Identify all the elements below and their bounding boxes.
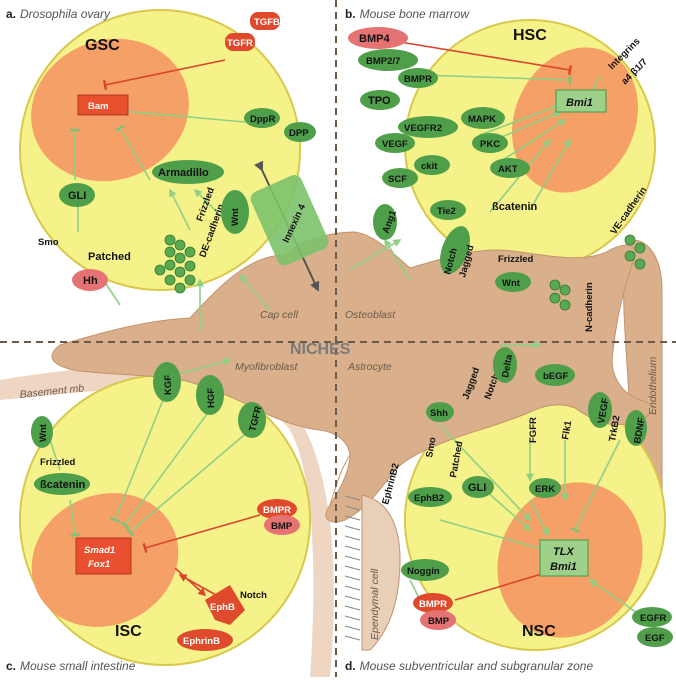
kgf-label: KGF <box>163 375 174 395</box>
bmp4-label: BMP4 <box>359 33 390 45</box>
frizzled-c-label: Frizzled <box>40 457 76 468</box>
delta-label: Delta <box>500 353 515 378</box>
bmpr-b-label: BMPR <box>404 74 432 85</box>
panel-d-molecules: Jagged Notch Delta Shh Smo Patched FGFR … <box>380 347 673 647</box>
wnt-c-label: Wnt <box>38 423 49 442</box>
tgfr-label: TGFR <box>227 38 253 49</box>
dppr-label: DppR <box>250 114 275 125</box>
smo-a-label: Smo <box>38 237 59 248</box>
hsc-label: HSC <box>513 27 547 44</box>
noggin-label: Noggin <box>407 566 440 577</box>
bmpr-c-label: BMPR <box>263 505 291 516</box>
panel-b-title: b.Mouse bone marrow <box>345 7 470 21</box>
tgfb-label: TGFB <box>254 17 280 28</box>
panel-a-title: a.Drosophila ovary <box>6 7 111 21</box>
begf-label: bEGF <box>543 371 569 382</box>
vegf-d-label: VEGF <box>596 397 611 425</box>
gli-d-label: GLI <box>468 482 486 494</box>
ckit-label: ckit <box>421 161 438 172</box>
hsc-nucleus <box>512 47 638 193</box>
bcatenin-c-label: ßcatenin <box>40 479 86 491</box>
egf-label: EGF <box>645 633 665 644</box>
gsc-label: GSC <box>85 37 120 54</box>
dpp-label: DPP <box>289 128 309 139</box>
armadillo-label: Armadillo <box>158 167 209 179</box>
egfr-label: EGFR <box>640 613 667 624</box>
panel-c-molecules: KGF HGF TGFR Wnt Frizzled ßcatenin BMPR … <box>31 362 300 651</box>
vegfr2-label: VEGFR2 <box>404 123 442 134</box>
erk-label: ERK <box>535 484 555 495</box>
niches-label: NICHES <box>290 341 351 358</box>
myofibroblast-label: Myofibroblast <box>235 361 299 373</box>
panel-c-title: c.Mouse small intestine <box>6 659 136 673</box>
panel-c-signals <box>49 357 261 601</box>
bmi1-b-label: Bmi1 <box>566 97 593 109</box>
smo-d-label: Smo <box>424 436 438 458</box>
ephrinb-label: EphrinB <box>183 636 220 647</box>
ephb-label: EphB <box>210 602 235 613</box>
wnt-a-label: Wnt <box>230 207 241 226</box>
panel-d-signals <box>409 341 641 616</box>
nsc-label: NSC <box>522 623 556 640</box>
ephb2-label: EphB2 <box>414 493 444 504</box>
membrane-receptor-clusters <box>154 234 646 311</box>
panel-b-signals <box>349 41 601 281</box>
gli-label: GLI <box>68 190 86 202</box>
vegf-b-label: VEGF <box>382 139 408 150</box>
smad1-label: Smad1 <box>84 545 115 556</box>
ependymal-cell <box>361 494 401 651</box>
cap-cell-label: Cap cell <box>260 309 299 321</box>
hgf-label: HGF <box>206 388 217 408</box>
pkc-label: PKC <box>480 139 500 150</box>
basement-membrane <box>0 365 334 677</box>
wnt-b-label: Wnt <box>502 278 521 289</box>
frizzled-b-label: Frizzled <box>498 254 534 265</box>
akt-label: AKT <box>498 164 518 175</box>
trkb2-label: TrkB2 <box>607 415 622 443</box>
endothelium-label: Endothelium <box>647 356 659 415</box>
bmpr-d-label: BMPR <box>419 599 447 610</box>
fgfr-label: FGFR <box>528 417 539 443</box>
bmi1-d-label: Bmi1 <box>550 561 577 573</box>
scf-label: SCF <box>388 174 407 185</box>
astrocyte-label: Astrocyte <box>347 361 392 373</box>
osteoblast-label: Osteoblast <box>345 309 396 321</box>
flk1-label: Flk1 <box>560 419 574 440</box>
ependymal-label: Ependymal cell <box>369 568 381 640</box>
bdnf-label: BDNF <box>632 416 647 444</box>
mapk-label: MAPK <box>468 114 496 125</box>
hh-label: Hh <box>83 275 98 287</box>
bmp-c-label: BMP <box>271 521 293 532</box>
tpo-label: TPO <box>368 95 391 107</box>
shh-label: Shh <box>430 408 448 419</box>
bcatenin-b-label: ßcatenin <box>492 201 538 213</box>
tlx-label: TLX <box>553 546 574 558</box>
notch-c-label: Notch <box>240 590 267 601</box>
ependymal-cilia <box>344 495 361 641</box>
panel-d-title: d.Mouse subventricular and subgranular z… <box>345 659 593 673</box>
bam-label: Bam <box>88 101 109 112</box>
isc-label: ISC <box>115 623 142 640</box>
fox1-label: Fox1 <box>88 559 110 570</box>
tie2-label: Tie2 <box>437 206 456 217</box>
patched-a-label: Patched <box>88 251 131 263</box>
bmp-d-label: BMP <box>428 616 450 627</box>
bmp27-label: BMP2/7 <box>366 56 400 67</box>
ncadherin-label: N-cadherin <box>584 282 595 332</box>
